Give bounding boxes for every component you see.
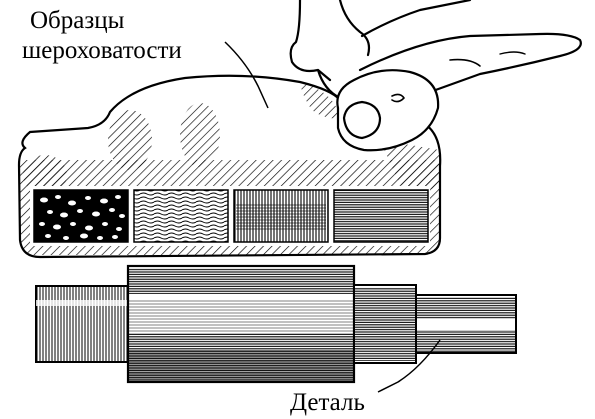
part-shaft	[35, 264, 517, 384]
roughness-swatches	[33, 189, 429, 243]
part-label: Деталь	[290, 389, 365, 416]
shaft-center-body	[126, 264, 356, 384]
part-leader-line	[377, 339, 441, 393]
shaft-right-end	[415, 294, 517, 354]
hand-illustration	[289, 0, 582, 152]
shaft-right-step	[353, 284, 417, 364]
samples-label-line2: шероховатости	[22, 37, 182, 64]
swatch-fine-vertical	[233, 189, 329, 243]
samples-label-line1: Образцы	[30, 7, 125, 34]
swatch-wavy	[133, 189, 229, 243]
swatch-coarse	[33, 189, 129, 243]
shaft-left-end	[35, 285, 132, 363]
samples-leader-line	[224, 41, 269, 109]
swatch-finest-horizontal	[333, 189, 429, 243]
